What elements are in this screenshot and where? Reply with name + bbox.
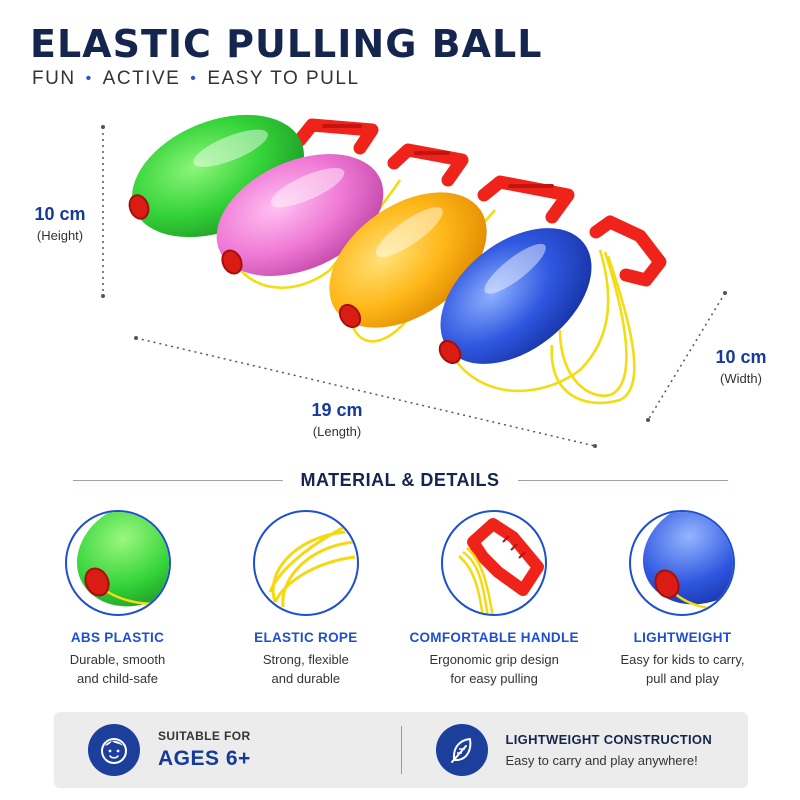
blue-ball-closeup-icon — [629, 510, 736, 616]
product-illustration — [101, 114, 727, 448]
feature-comfortable-handle: COMFORTABLE HANDLE Ergonomic grip design… — [407, 510, 582, 688]
feature-description: Ergonomic grip design for easy pulling — [429, 652, 559, 686]
feature-title: ABS PLASTIC — [70, 630, 165, 645]
construction-info: LIGHTWEIGHT CONSTRUCTION Easy to carry a… — [402, 724, 749, 776]
height-value: 10 cm — [34, 204, 86, 224]
page-title: ELASTIC PULLING BALL — [30, 22, 543, 66]
feature-title: LIGHTWEIGHT — [633, 630, 732, 645]
age-info: SUITABLE FOR AGES 6+ — [54, 724, 401, 776]
section-title: MATERIAL & DETAILS — [300, 469, 500, 490]
feature-abs-plastic: ABS PLASTIC Durable, smooth and child-sa… — [30, 510, 205, 688]
feature-description: Durable, smooth and child-safe — [69, 652, 166, 686]
orange-ball — [329, 192, 487, 328]
feather-icon — [435, 724, 488, 776]
divider — [400, 726, 402, 774]
green-ball-closeup-icon — [64, 510, 171, 616]
divider — [72, 479, 283, 481]
feature-description: Strong, flexible and durable — [262, 652, 349, 686]
feature-lightweight: LIGHTWEIGHT Easy for kids to carry, pull… — [595, 510, 770, 688]
feature-title: ELASTIC ROPE — [254, 630, 358, 645]
construction-subtitle: Easy to carry and play anywhere! — [505, 753, 698, 768]
length-label: (Length) — [312, 424, 362, 439]
section-header: MATERIAL & DETAILS — [0, 466, 800, 494]
feature-title: COMFORTABLE HANDLE — [409, 630, 579, 645]
age-caption: SUITABLE FOR — [158, 729, 251, 743]
width-dimension-line — [647, 292, 726, 421]
child-face-icon — [88, 724, 140, 776]
divider — [517, 479, 728, 481]
feature-elastic-rope: ELASTIC ROPE Strong, flexible and durabl… — [218, 510, 393, 688]
width-label: (Width) — [720, 371, 762, 386]
yellow-rope-closeup-icon — [252, 510, 359, 616]
height-dimension: 10 cm (Height) — [20, 204, 100, 243]
tagline-item-easy: EASY TO PULL — [207, 68, 360, 89]
tagline-item-active: ACTIVE — [102, 68, 181, 89]
feature-description: Easy for kids to carry, pull and play — [620, 652, 745, 686]
width-dimension: 10 cm (Width) — [696, 347, 786, 386]
width-value: 10 cm — [715, 347, 767, 367]
length-value: 19 cm — [311, 400, 363, 420]
features-row: ABS PLASTIC Durable, smooth and child-sa… — [30, 510, 770, 688]
height-label: (Height) — [36, 228, 84, 243]
pink-ball — [216, 154, 384, 276]
length-dimension: 19 cm (Length) — [292, 400, 382, 439]
blue-ball — [440, 228, 592, 364]
red-handle-closeup-icon — [441, 510, 548, 616]
tagline-separator: • — [190, 70, 198, 87]
info-bar: SUITABLE FOR AGES 6+ LIGHTWEIGHT CONSTRU… — [54, 712, 748, 788]
construction-title: LIGHTWEIGHT CONSTRUCTION — [505, 732, 713, 747]
tagline-item-fun: FUN — [32, 68, 76, 89]
tagline: FUN • ACTIVE • EASY TO PULL — [32, 68, 360, 90]
age-value: AGES 6+ — [158, 747, 251, 770]
tagline-separator: • — [85, 70, 93, 87]
length-dimension-line — [135, 337, 596, 447]
ball-end-caps — [128, 194, 462, 364]
